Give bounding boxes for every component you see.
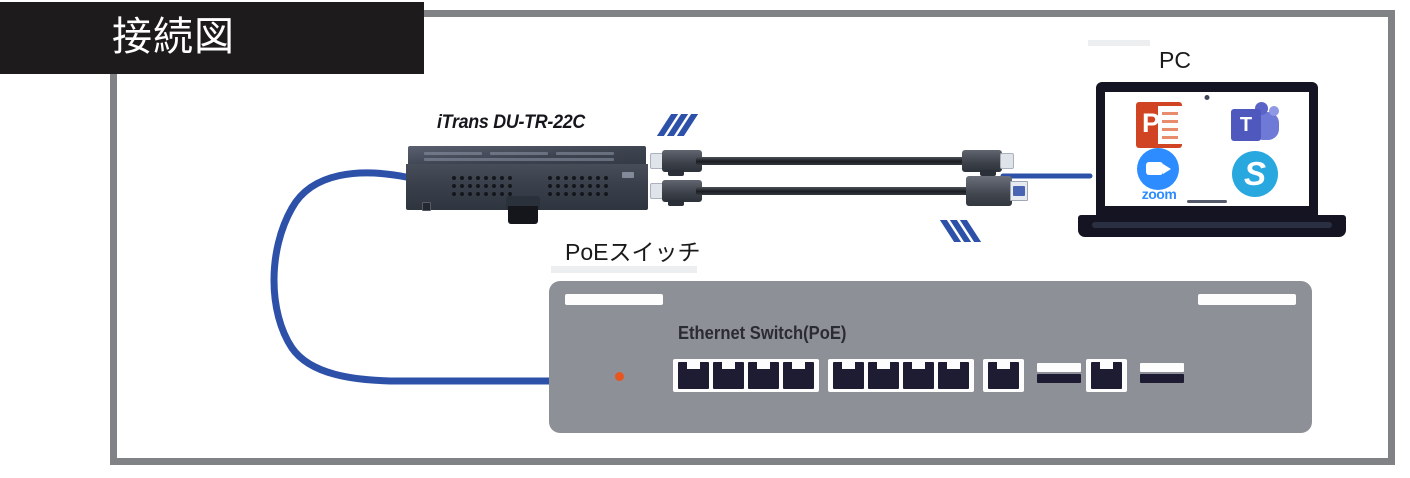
cable-connector-left [662,180,702,206]
laptop-screen: P T [1105,92,1309,206]
itrans-led [622,172,634,178]
poe-switch-device: Ethernet Switch(PoE) [549,281,1312,433]
switch-vent-left [565,294,663,305]
switch-vent-right [1198,294,1296,305]
cable-connector-right [962,150,1002,176]
rj45-port[interactable] [868,362,899,389]
scan-artifact [551,266,697,273]
zoom-icon[interactable]: zoom [1130,148,1188,202]
rj45-port[interactable] [783,362,814,389]
rj45-port[interactable] [938,362,969,389]
rj45-port[interactable] [713,362,744,389]
app-icon-grid: P T [1105,92,1309,206]
powerpoint-icon[interactable]: P [1136,102,1182,148]
laptop-base [1078,215,1346,237]
itrans-front-panel [406,164,648,211]
itrans-vent-right [546,174,610,198]
usb-connector [966,176,1028,206]
port-group [1086,359,1127,392]
rj45-port[interactable] [988,362,1019,389]
rj45-port[interactable] [1091,362,1122,389]
rj45-port[interactable] [678,362,709,389]
scan-artifact [1088,40,1150,46]
laptop-lid: P T [1096,82,1318,218]
pc-label: PC [1159,47,1191,73]
blue-hash-marks-icon [656,114,699,136]
page-title: 接続図 [112,15,235,60]
zoom-wordmark: zoom [1141,186,1177,202]
laptop-device: P T [1078,82,1346,242]
blue-hash-marks-icon [939,220,982,242]
switch-power-led [615,372,624,381]
sfp-slot[interactable] [1037,359,1081,383]
powerpoint-glyph: P [1142,108,1161,138]
itrans-side-port [422,202,431,211]
sfp-slot[interactable] [1140,359,1184,383]
switch-silkscreen-label: Ethernet Switch(PoE) [678,323,847,343]
teams-icon[interactable]: T [1231,102,1279,148]
rj45-tip [1000,153,1014,169]
cable-wire [696,187,976,195]
laptop-brand-bar [1187,200,1227,203]
title-banner: 接続図 [0,2,424,74]
patch-cable-bottom [650,176,1028,206]
cable-wire [696,157,968,165]
teams-glyph: T [1239,114,1253,136]
itrans-vent-left [450,174,514,198]
rj45-port[interactable] [903,362,934,389]
skype-glyph: S [1243,155,1266,192]
cable-connector-left [662,150,702,176]
skype-icon[interactable]: S [1232,151,1278,197]
rj45-port[interactable] [748,362,779,389]
webcam-icon [1204,95,1210,100]
port-group [983,359,1024,392]
port-group [673,359,819,392]
itrans-mount-foot [508,206,538,224]
itrans-top-panel [408,146,646,166]
blue-ethernet-cable [270,169,560,385]
itrans-device-label: iTrans DU-TR-22C [437,112,585,133]
itrans-device [406,146,648,224]
rj45-port[interactable] [833,362,864,389]
patch-cable-top [650,148,1014,176]
port-group [828,359,974,392]
switch-port-row [673,359,1189,392]
poe-switch-label: PoEスイッチ [565,239,701,265]
